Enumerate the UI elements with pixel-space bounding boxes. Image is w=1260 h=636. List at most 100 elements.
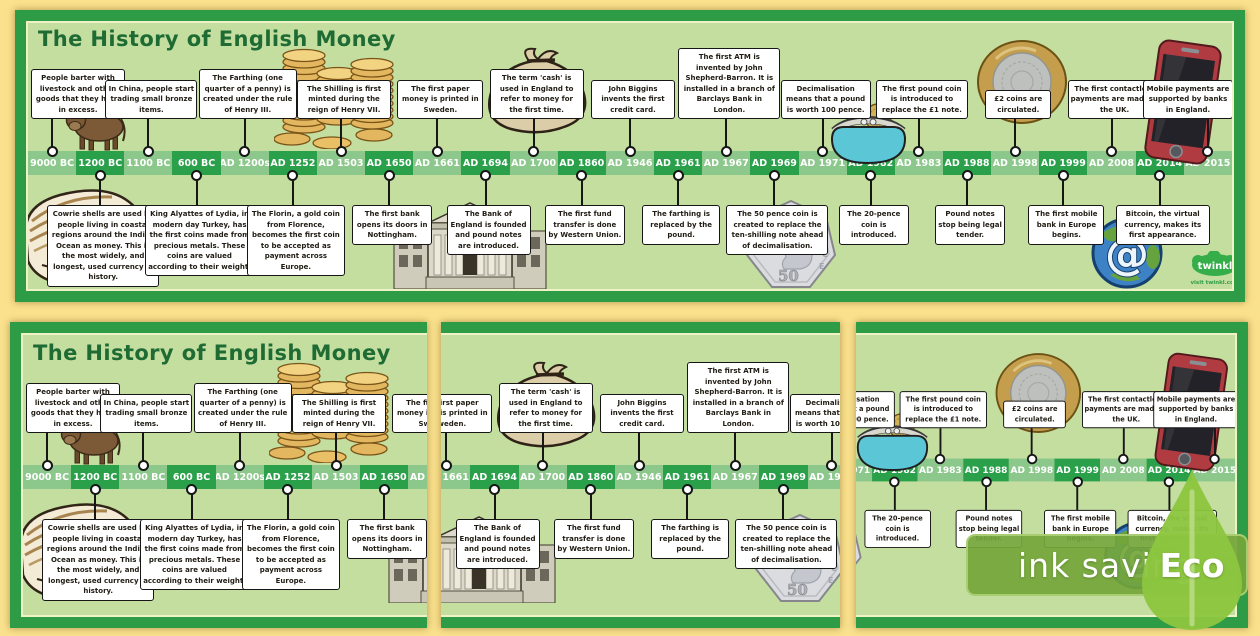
connector-dot (1154, 170, 1165, 181)
connector-dot (865, 170, 876, 181)
connector-dot (1072, 476, 1082, 486)
event-box: The first ATM is invented by John Shephe… (687, 362, 789, 433)
svg-text:visit twinkl.com: visit twinkl.com (1190, 280, 1234, 286)
connector-dot (432, 146, 443, 157)
connector-dot (282, 484, 293, 495)
svg-text:E: E (819, 262, 824, 271)
event-box: The farthing is replaced by the pound. (651, 519, 729, 559)
connector-dot (889, 476, 899, 486)
connector-dot (962, 170, 973, 181)
event-box: In China, people start trading small bro… (105, 80, 197, 120)
event-box: The 50 pence coin is created to replace … (735, 519, 837, 569)
connector-dot (143, 146, 154, 157)
event-box: The Farthing (one quarter of a penny) is… (199, 69, 297, 119)
connector-dot (1202, 146, 1213, 157)
connector-dot (730, 460, 741, 471)
connector-dot (769, 170, 780, 181)
connector-dot (1118, 453, 1128, 463)
connector-dot (981, 476, 991, 486)
event-box: The term 'cash' is used in England to re… (490, 69, 584, 119)
connector-dot (336, 146, 347, 157)
connector-dot (576, 170, 587, 181)
connector-dot (935, 453, 945, 463)
svg-text:E: E (828, 576, 833, 585)
event-box: The first paper money is printed in Swed… (441, 394, 492, 434)
event-box: The 50 pence coin is created to replace … (726, 205, 828, 255)
connector-dot (913, 146, 924, 157)
connector-dot (1058, 170, 1069, 181)
event-box: Pound notes stop being legal tender. (935, 205, 1005, 245)
event-box: The first mobile bank in Europe begins. (1028, 205, 1104, 245)
connector-dot (585, 484, 596, 495)
event-box: Mobile payments are supported by banks i… (1143, 80, 1233, 120)
connector-dot (826, 460, 837, 471)
timeline-date: AD 1661 (408, 465, 427, 489)
connector-dot (239, 146, 250, 157)
eco-label: Eco (1147, 546, 1237, 585)
connector-dot (1106, 146, 1117, 157)
event-box: In China, people start trading small bro… (100, 394, 192, 434)
event-box: The 20-pence coin is introduced. (864, 510, 931, 548)
connector-dot (721, 146, 732, 157)
event-box: Cowrie shells are used by people living … (42, 519, 154, 601)
svg-text:50: 50 (778, 267, 799, 285)
event-box: Bitcoin, the virtual currency, makes its… (1116, 205, 1210, 245)
event-box: The first ATM is invented by John Shephe… (678, 48, 780, 119)
event-box: The first bank opens its doors in Nottin… (347, 519, 427, 559)
event-box: John Biggins invents the first credit ca… (600, 394, 684, 434)
event-box: £2 coins are circulated. (1003, 401, 1066, 429)
event-box: The first fund transfer is done by Weste… (545, 205, 625, 245)
connector-dot (42, 460, 53, 471)
connector-dot (287, 170, 298, 181)
event-box: The term 'cash' is used in England to re… (499, 383, 593, 433)
page-title: The History of English Money (33, 341, 391, 365)
page-title: The History of English Money (38, 27, 396, 51)
event-box: King Alyattes of Lydia, in modern day Tu… (145, 205, 255, 276)
connector-dot (441, 460, 452, 471)
connector-dot (673, 170, 684, 181)
svg-text:twinkl: twinkl (1198, 261, 1233, 272)
connector-dot (1210, 453, 1220, 463)
connector-dot (528, 146, 539, 157)
connector-dot (138, 460, 149, 471)
event-box: The first paper money is printed in Swed… (397, 80, 483, 120)
connector-dot (778, 484, 789, 495)
connector-dot (234, 460, 245, 471)
connector-dot (682, 484, 693, 495)
event-box: The Florin, a gold coin from Florence, b… (247, 205, 345, 276)
event-box: Cowrie shells are used by people living … (47, 205, 159, 287)
twinkl-logo: twinkl visit twinkl.com (1184, 251, 1234, 291)
connector-dot (47, 146, 58, 157)
connector-dot (191, 170, 202, 181)
event-box: The first paper money is printed in Swed… (392, 394, 427, 434)
connector-dot (379, 484, 390, 495)
event-box: The Florin, a gold coin from Florence, b… (242, 519, 340, 590)
event-box: Mobile payments are supported by banks i… (1153, 391, 1237, 429)
connector-dot (1027, 453, 1037, 463)
connector-dot (537, 460, 548, 471)
event-box: Decimalisation means that a pound is wor… (856, 391, 894, 429)
event-box: The 20-pence coin is introduced. (839, 205, 909, 245)
connector-dot (480, 170, 491, 181)
event-box: King Alyattes of Lydia, in modern day Tu… (140, 519, 250, 590)
svg-text:50: 50 (787, 581, 808, 599)
connector-dot (489, 484, 500, 495)
event-box: The first pound coin is introduced to re… (876, 80, 968, 120)
connector-dot (90, 484, 101, 495)
event-box: Decimalisation means that a pound is wor… (781, 80, 871, 120)
connector-dot (331, 460, 342, 471)
event-box: £2 coins are circulated. (985, 90, 1051, 119)
event-box: The first pound coin is introduced to re… (900, 391, 987, 429)
connector-dot (1010, 146, 1021, 157)
event-box: The Shilling is first minted during the … (292, 394, 386, 434)
event-box: The first bank opens its doors in Nottin… (352, 205, 432, 245)
event-box: The first fund transfer is done by Weste… (554, 519, 634, 559)
event-box: The Farthing (one quarter of a penny) is… (194, 383, 292, 433)
